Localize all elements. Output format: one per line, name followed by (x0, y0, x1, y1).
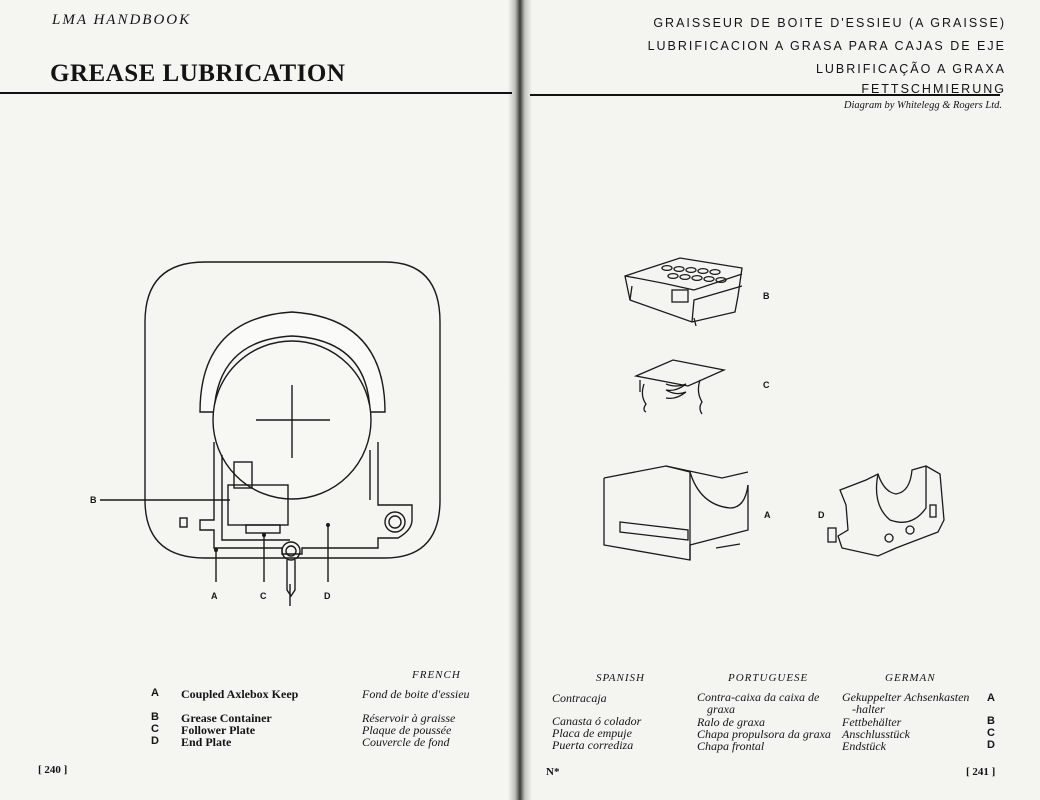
row-d-letter: D (151, 735, 159, 747)
axlebox-assembly-diagram (100, 261, 441, 606)
row-d-portuguese: Chapa frontal (697, 739, 765, 753)
row-b-spanish: Canasta ó colador (552, 714, 642, 728)
header-spanish: SPANISH (596, 672, 645, 684)
part-c-label: C (763, 380, 770, 390)
row-a-portuguese-line1: Contra-caixa da caixa de (697, 690, 820, 704)
heading-portuguese: LUBRIFICAÇÃO A GRAXA (815, 62, 1006, 76)
part-d-label: D (818, 510, 825, 520)
row-b-letter-right: B (987, 715, 995, 727)
heading-german: FETTSCHMIERUNG (861, 82, 1006, 96)
row-b-german: Fettbehälter (842, 715, 902, 729)
callout-c: C (260, 591, 267, 601)
row-d-german: Endstück (842, 739, 886, 753)
part-a-label: A (764, 510, 771, 520)
row-c-german: Anschlusstück (842, 727, 910, 741)
heading-french: GRAISSEUR DE BOITE D'ESSIEU (A GRAISSE) (653, 16, 1006, 30)
page-number-left: [ 240 ] (38, 764, 68, 776)
callout-b: B (90, 495, 97, 505)
row-d-letter-right: D (987, 739, 995, 751)
running-head: LMA HANDBOOK (52, 12, 192, 28)
row-d-french: Couvercle de fond (362, 735, 450, 749)
row-b-english: Grease Container (181, 711, 272, 725)
row-c-english: Follower Plate (181, 723, 256, 737)
row-a-letter: A (151, 687, 159, 699)
row-a-german-line1: Gekuppelter Achsenkasten (842, 690, 970, 704)
header-rule-left (0, 92, 512, 94)
header-rule-right (530, 94, 1000, 96)
row-a-spanish: Contracaja (552, 691, 607, 705)
row-c-french: Plaque de poussée (362, 723, 452, 737)
diagram-credit: Diagram by Whitelegg & Rogers Ltd. (843, 100, 1002, 111)
page-number-right: [ 241 ] (966, 766, 996, 778)
exploded-parts-diagram (603, 257, 945, 561)
callout-a: A (211, 591, 218, 601)
page-title: GREASE LUBRICATION (50, 60, 346, 87)
row-d-spanish: Puerta corrediza (552, 738, 634, 752)
callout-d: D (324, 591, 331, 601)
row-a-english: Coupled Axlebox Keep (181, 687, 299, 701)
right-page (524, 0, 1040, 800)
row-c-portuguese: Chapa propulsora da graxa (697, 727, 831, 741)
part-b-label: B (763, 291, 770, 301)
row-c-letter-right: C (987, 727, 995, 739)
row-a-german-line2: -halter (852, 702, 885, 716)
heading-spanish: LUBRIFICACION A GRASA PARA CAJAS DE EJE (647, 39, 1006, 53)
row-b-letter: B (151, 711, 159, 723)
row-b-french: Réservoir à graisse (362, 711, 456, 725)
row-a-french: Fond de boite d'essieu (362, 687, 470, 701)
row-c-letter: C (151, 723, 159, 735)
row-a-letter-right: A (987, 692, 995, 704)
row-a-portuguese-line2: graxa (707, 702, 735, 716)
row-d-english: End Plate (181, 735, 232, 749)
footer-mark: N* (546, 766, 560, 778)
row-c-spanish: Placa de empuje (552, 726, 632, 740)
book-gutter (508, 0, 532, 800)
header-german: GERMAN (885, 672, 936, 684)
header-french: FRENCH (412, 669, 461, 681)
header-portuguese: PORTUGUESE (728, 672, 809, 684)
row-b-portuguese: Ralo de graxa (697, 715, 765, 729)
